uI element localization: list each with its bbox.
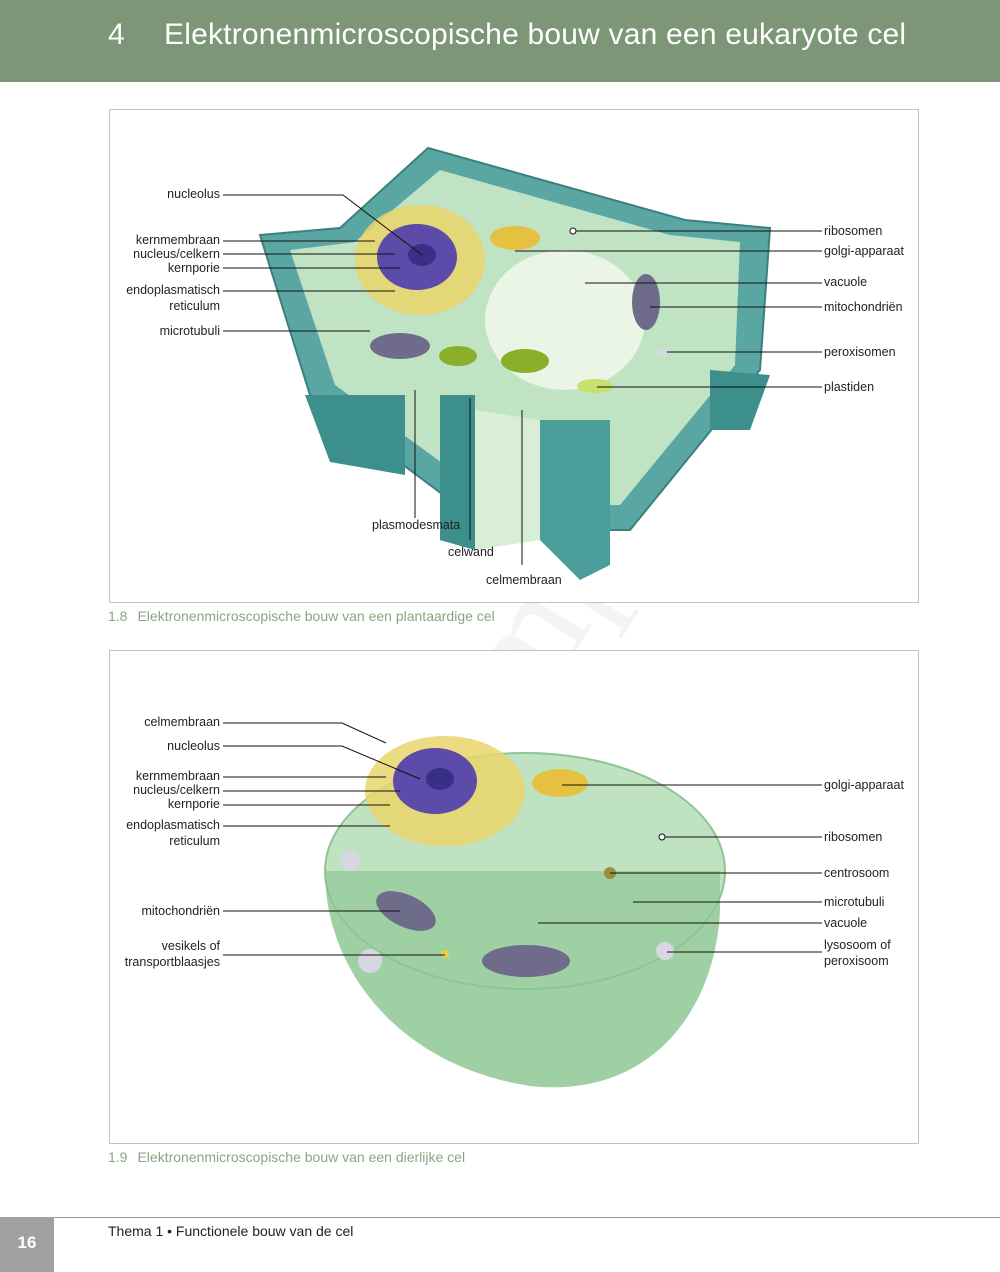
label-ribosomen: ribosomen: [824, 830, 883, 844]
figure2-caption-number: 1.9: [108, 1149, 128, 1165]
label-golgi: golgi-apparaat: [824, 244, 904, 258]
label-kernmembraan: kernmembraan: [135, 769, 220, 783]
label-lysosoom-line2: peroxisoom: [824, 954, 889, 968]
footer-divider: [54, 1217, 1000, 1218]
label-microtubuli: microtubuli: [824, 895, 885, 909]
label-kernporie: kernporie: [167, 797, 220, 811]
label-nucleolus: nucleolus: [167, 739, 220, 753]
figure1-caption-number: 1.8: [108, 608, 128, 624]
label-golgi: golgi-apparaat: [824, 778, 904, 792]
label-nucleolus: nucleolus: [167, 187, 220, 201]
label-vacuole: vacuole: [824, 916, 868, 930]
chapter-header: 4 Elektronenmicroscopische bouw van een …: [0, 0, 1000, 82]
label-er-line1: endoplasmatisch: [126, 818, 220, 832]
label-celwand: celwand: [448, 545, 494, 559]
label-mitochondrien: mitochondriën: [824, 300, 903, 314]
page-number-box: 16: [0, 1217, 54, 1272]
label-vesikels-line2: transportblaasjes: [124, 955, 220, 969]
label-celmembraan: celmembraan: [144, 715, 220, 729]
label-centrosoom: centrosoom: [824, 866, 890, 880]
label-microtubuli: microtubuli: [159, 324, 220, 338]
label-er-line2: reticulum: [169, 299, 220, 313]
label-lysosoom-line1: lysosoom of: [824, 938, 891, 952]
figure2-caption-text: Elektronenmicroscopische bouw van een di…: [137, 1149, 466, 1165]
label-mitochondrien: mitochondriën: [141, 904, 220, 918]
label-er-line2: reticulum: [169, 834, 220, 848]
label-plastiden: plastiden: [824, 380, 875, 394]
chapter-title: Elektronenmicroscopische bouw van een eu…: [164, 18, 907, 51]
label-kernmembraan: kernmembraan: [135, 233, 220, 247]
label-celmembraan: celmembraan: [486, 573, 562, 587]
plant-cell-figure: nucleolus kernmembraan nucleus/celkern k…: [109, 109, 919, 603]
label-vacuole: vacuole: [824, 275, 868, 289]
label-nucleus: nucleus/celkern: [133, 247, 220, 261]
label-nucleus: nucleus/celkern: [133, 783, 220, 797]
page-number: 16: [17, 1233, 37, 1252]
label-plasmodesmata: plasmodesmata: [372, 518, 461, 532]
label-kernporie: kernporie: [167, 261, 220, 275]
figure2-caption: 1.9 Elektronenmicroscopische bouw van een…: [108, 1149, 465, 1165]
figure1-caption: 1.8 Elektronenmicroscopische bouw van een…: [108, 608, 495, 624]
animal-cell-illustration: [223, 722, 822, 1088]
label-peroxisomen: peroxisomen: [824, 345, 896, 359]
footer-text: Thema 1 • Functionele bouw van de cel: [108, 1223, 354, 1239]
chapter-number: 4: [108, 18, 125, 51]
label-ribosomen: ribosomen: [824, 224, 883, 238]
animal-cell-figure: celmembraan nucleolus kernmembraan nucle…: [109, 650, 919, 1144]
label-vesikels-line1: vesikels of: [161, 939, 220, 953]
plant-cell-illustration: [223, 146, 822, 580]
label-er-line1: endoplasmatisch: [126, 283, 220, 297]
figure1-caption-text: Elektronenmicroscopische bouw van een pl…: [137, 608, 495, 624]
